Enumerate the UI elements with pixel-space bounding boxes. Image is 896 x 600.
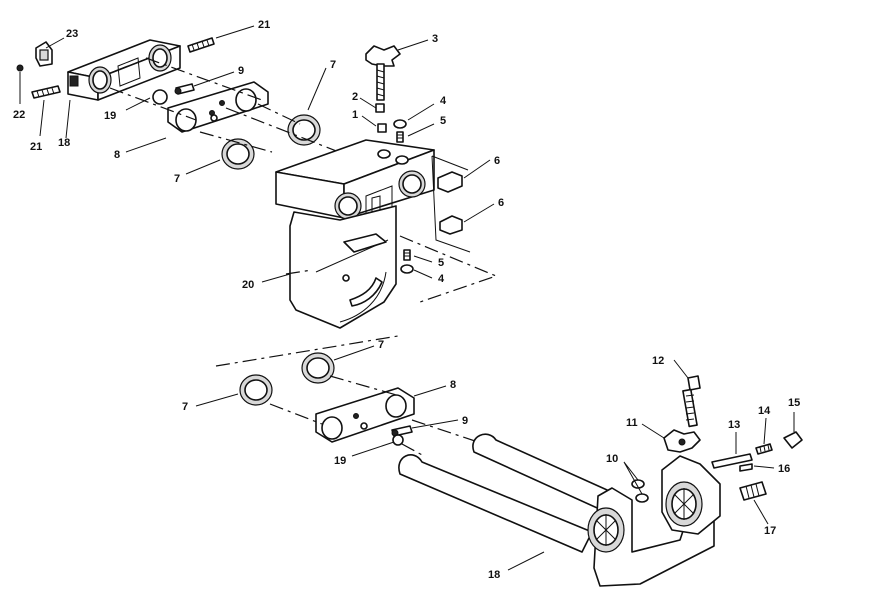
part-18-rail-tubes xyxy=(398,433,617,553)
part-21-pin-bottom xyxy=(31,85,61,99)
part-17-stud xyxy=(739,481,767,501)
callout-19-top: 19 xyxy=(104,110,116,122)
callout-19-bottom: 19 xyxy=(334,455,346,467)
part-14-spring xyxy=(755,443,773,455)
callout-4-top: 4 xyxy=(440,95,447,107)
part-16-pin xyxy=(739,463,753,472)
callout-7-top-left: 7 xyxy=(174,173,180,185)
callout-18-bottom: 18 xyxy=(488,569,500,581)
panel-edge xyxy=(431,155,471,253)
callout-22: 22 xyxy=(13,109,25,121)
callout-16: 16 xyxy=(778,463,790,475)
part-2-screw xyxy=(375,103,385,113)
part-4-nut-bottom xyxy=(400,264,414,274)
assembly-line-top xyxy=(109,57,381,169)
callout-9-top: 9 xyxy=(238,65,244,77)
part-7-oring-top-left xyxy=(221,138,255,170)
callout-9-bottom: 9 xyxy=(462,415,468,427)
callout-8-bottom: 8 xyxy=(450,379,456,391)
part-5-spring-top xyxy=(396,131,404,143)
callout-7-top-right: 7 xyxy=(330,59,336,71)
part-4-nut-top xyxy=(393,119,407,129)
part-8-gasket-plate-bottom xyxy=(315,387,415,443)
callout-5-top: 5 xyxy=(440,115,446,127)
part-19-plug-top xyxy=(152,89,168,105)
part-3-star-knob xyxy=(365,45,401,101)
callout-18-top: 18 xyxy=(58,137,70,149)
callout-13: 13 xyxy=(728,419,740,431)
part-11-star-knob xyxy=(663,429,701,453)
part-7-oring-bottom-right xyxy=(301,352,335,384)
callout-1: 1 xyxy=(352,109,358,121)
part-21-pin-top xyxy=(187,37,215,53)
part-7-oring-bottom-left xyxy=(239,374,273,406)
callout-3: 3 xyxy=(432,33,438,45)
callout-labels: 23 21 22 21 18 19 9 8 7 7 3 2 1 4 5 6 6 … xyxy=(13,19,800,581)
callout-7-bottom-left: 7 xyxy=(182,401,188,413)
part-15-cap xyxy=(783,431,803,449)
callout-20: 20 xyxy=(242,279,254,291)
part-6-clip-lower xyxy=(439,215,463,235)
part-end-frame xyxy=(587,455,721,587)
part-20-bracket xyxy=(289,205,397,329)
part-main-housing xyxy=(275,139,435,220)
callout-8-top: 8 xyxy=(114,149,120,161)
callout-leaders xyxy=(19,25,795,571)
callout-15: 15 xyxy=(788,397,800,409)
part-19-plug-bottom xyxy=(392,434,404,446)
part-23-clip xyxy=(35,41,53,67)
assembly-line-lower xyxy=(269,375,479,457)
callout-5-bottom: 5 xyxy=(438,257,444,269)
callout-2: 2 xyxy=(352,91,358,103)
callout-6-lower: 6 xyxy=(498,197,504,209)
part-7-oring-top-right xyxy=(287,114,321,146)
part-12-bolt xyxy=(682,375,701,428)
callout-11: 11 xyxy=(626,417,638,429)
callout-21-top: 21 xyxy=(258,19,270,31)
part-1-washer xyxy=(377,123,387,133)
part-5-spring-bottom xyxy=(403,249,411,261)
callout-14: 14 xyxy=(758,405,771,417)
callout-10: 10 xyxy=(606,453,618,465)
callout-12: 12 xyxy=(652,355,664,367)
part-9-screw-bottom xyxy=(391,425,413,437)
callout-4-bottom: 4 xyxy=(438,273,445,285)
part-22-screw xyxy=(16,64,24,72)
callout-6-upper: 6 xyxy=(494,155,500,167)
callout-7-bottom-right: 7 xyxy=(378,339,384,351)
part-9-screw-top xyxy=(174,83,195,95)
callout-23: 23 xyxy=(66,28,78,40)
part-13-pin xyxy=(711,453,753,469)
callout-17: 17 xyxy=(764,525,776,537)
part-18-small-housing xyxy=(67,39,181,101)
callout-21-bottom: 21 xyxy=(30,141,42,153)
part-6-clip-upper xyxy=(437,171,463,193)
assembly-line-middle xyxy=(215,235,498,367)
